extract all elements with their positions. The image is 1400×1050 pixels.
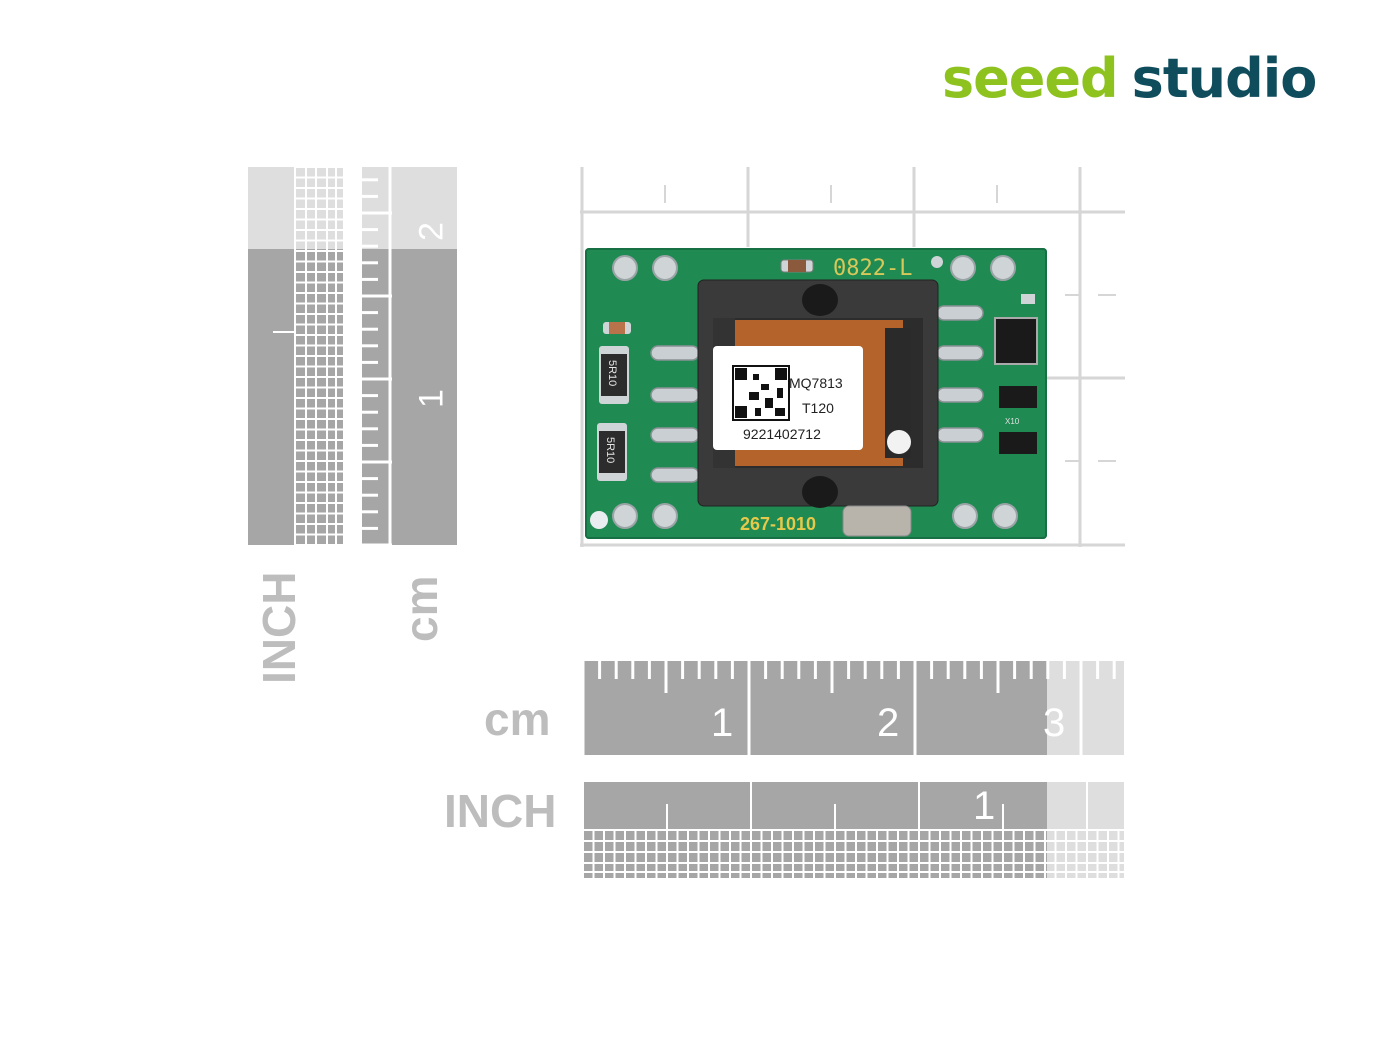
vertical-inch-ruler xyxy=(248,167,343,545)
inch-ruler-ticks xyxy=(583,782,1124,878)
svg-text:MQ7813: MQ7813 xyxy=(789,375,843,391)
svg-text:5R10: 5R10 xyxy=(604,437,616,463)
vertical-cm-number-1: 1 xyxy=(412,389,451,408)
logo-word-studio: studio xyxy=(1131,47,1318,110)
vertical-inch-label: INCH xyxy=(253,571,305,684)
inch-ruler-ticks xyxy=(273,167,343,545)
svg-text:0822-L: 0822-L xyxy=(833,256,912,281)
horizontal-cm-ruler: 1 2 3 xyxy=(583,661,1124,755)
svg-text:X10: X10 xyxy=(1005,417,1020,426)
logo-word-seeed: seeed xyxy=(942,47,1119,110)
svg-text:9221402712: 9221402712 xyxy=(743,426,821,442)
horizontal-cm-number-2: 2 xyxy=(877,701,900,745)
cm-ruler-ticks xyxy=(362,167,392,545)
horizontal-inch-label: INCH xyxy=(444,785,557,837)
horizontal-cm-number-1: 1 xyxy=(711,701,734,745)
ruler-light-section xyxy=(1047,661,1124,755)
horizontal-cm-number-3: 3 xyxy=(1043,701,1066,745)
horizontal-inch-ruler: 1 xyxy=(583,782,1124,878)
svg-text:267-1010: 267-1010 xyxy=(740,514,816,534)
vertical-cm-number-2: 2 xyxy=(412,222,451,241)
mounting-pads xyxy=(612,255,1018,529)
cm-ruler-ticks xyxy=(583,661,1116,755)
horizontal-cm-label: cm xyxy=(484,693,551,745)
background-grid xyxy=(580,167,1125,547)
pcb-artwork: 0822-L 267-1010 5R10 5R10 xyxy=(590,255,1038,537)
vertical-cm-label: cm xyxy=(395,575,447,642)
pcb-board: 0822-L 267-1010 5R10 5R10 xyxy=(585,248,1047,539)
horizontal-inch-number-1: 1 xyxy=(973,784,996,828)
svg-text:T120: T120 xyxy=(802,400,834,416)
vertical-cm-ruler: 2 1 xyxy=(362,167,457,545)
svg-text:5R10: 5R10 xyxy=(606,360,618,386)
